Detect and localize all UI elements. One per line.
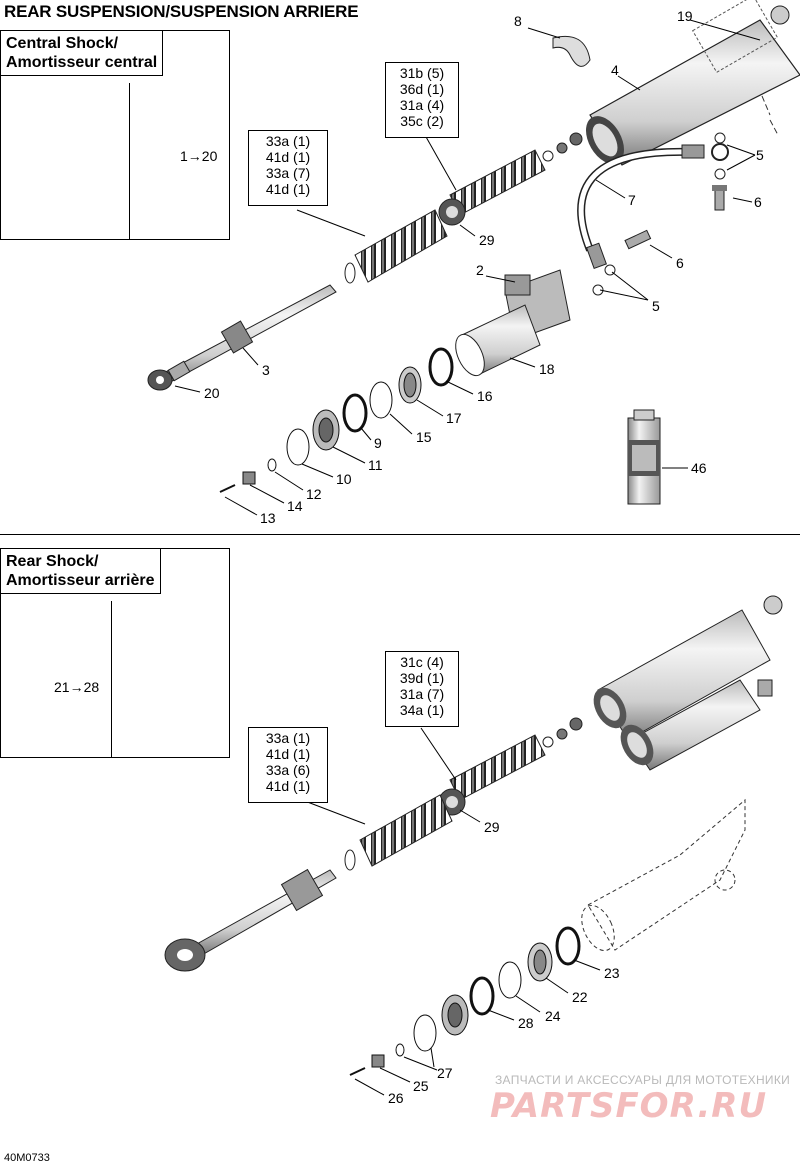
callout-23: 23: [604, 965, 620, 981]
rear-heading-line1: Rear Shock/: [6, 553, 99, 570]
page-title: REAR SUSPENSION/SUSPENSION ARRIERE: [4, 2, 359, 21]
central-list-lower-item: 41d (1): [265, 149, 311, 165]
rear-list-lower-item: 41d (1): [265, 778, 311, 794]
callout-6a: 6: [754, 194, 762, 210]
callout-5a: 5: [756, 147, 764, 163]
central-heading-line1: Central Shock/: [6, 35, 119, 52]
callout-25: 25: [413, 1078, 429, 1094]
callout-46: 46: [691, 460, 707, 476]
shock-rod-central: [147, 284, 337, 391]
callout-4: 4: [611, 62, 619, 78]
central-list-lower-item: 33a (7): [265, 165, 311, 181]
callout-24: 24: [545, 1008, 561, 1024]
rear-shock-inset: Rear Shock/ Amortisseur arrière: [0, 548, 230, 758]
rear-list-lower-item: 33a (1): [265, 730, 311, 746]
rear-list-upper-item: 31a (7): [399, 686, 445, 702]
central-list-upper-item: 35c (2): [400, 113, 444, 129]
rear-list-lower-item: 41d (1): [265, 746, 311, 762]
rear-inset-divider: [111, 601, 112, 757]
callout-12: 12: [306, 486, 322, 502]
callout-28: 28: [518, 1015, 534, 1031]
rear-list-lower: 33a (1) 41d (1) 33a (6) 41d (1): [248, 727, 328, 803]
callout-6b: 6: [676, 255, 684, 271]
rear-reservoir-outline: [581, 798, 746, 952]
ring-8-shape: [552, 35, 591, 67]
central-subref: 1→20: [180, 148, 218, 164]
rear-list-lower-item: 33a (6): [265, 762, 311, 778]
shock-body-rear: [593, 595, 783, 771]
callout-9: 9: [374, 435, 382, 451]
callout-2: 2: [476, 262, 484, 278]
callout-11: 11: [368, 457, 383, 473]
spring-stack-upper-top: [438, 132, 583, 226]
callout-14: 14: [287, 498, 303, 514]
leader-lines-rear: [296, 727, 601, 1096]
callout-29: 29: [479, 232, 495, 248]
rear-shock-heading: Rear Shock/ Amortisseur arrière: [1, 549, 161, 594]
central-list-upper-item: 31b (5): [399, 65, 445, 81]
central-shock-heading: Central Shock/ Amortisseur central: [1, 31, 164, 76]
central-list-lower-item: 33a (1): [265, 133, 311, 149]
rear-list-upper: 31c (4) 39d (1) 31a (7) 34a (1): [385, 651, 459, 727]
figure-code: 40M0733: [4, 1152, 50, 1164]
central-heading-line2: Amortisseur central: [6, 54, 158, 71]
callout-8: 8: [514, 13, 522, 29]
callout-16: 16: [477, 388, 493, 404]
spring-stack-upper-rear: [438, 717, 583, 816]
callout-29-rear: 29: [484, 819, 500, 835]
central-list-lower-item: 41d (1): [265, 181, 311, 197]
seal-pack-central: [219, 347, 454, 493]
oil-bottle-46: [627, 409, 661, 505]
spring-stack-lower-rear: [344, 794, 453, 871]
callout-18: 18: [539, 361, 555, 377]
section-divider: [0, 534, 800, 535]
callout-3: 3: [262, 362, 270, 378]
callout-10: 10: [336, 471, 352, 487]
shock-body-central: [586, 0, 800, 166]
central-list-upper-item: 36d (1): [399, 81, 445, 97]
rear-subref: 21→28: [54, 679, 100, 695]
leader-lines-central: [174, 19, 761, 516]
central-list-lower: 33a (1) 41d (1) 33a (7) 41d (1): [248, 130, 328, 206]
callout-5b: 5: [652, 298, 660, 314]
rear-list-upper-item: 34a (1): [399, 702, 445, 718]
spring-stack-lower-top: [344, 209, 448, 284]
rear-list-upper-item: 39d (1): [399, 670, 445, 686]
callout-13: 13: [260, 510, 276, 526]
watermark-logo: PARTSFOR.RU: [490, 1086, 768, 1126]
callout-17: 17: [446, 410, 462, 426]
reservoir-central: [455, 269, 571, 377]
central-inset-divider: [129, 83, 130, 239]
rear-heading-line2: Amortisseur arrière: [6, 572, 155, 589]
central-shock-inset: Central Shock/ Amortisseur central: [0, 30, 230, 240]
rear-list-upper-item: 31c (4): [400, 654, 444, 670]
central-list-upper-item: 31a (4): [399, 97, 445, 113]
callout-22: 22: [572, 989, 588, 1005]
callout-27: 27: [437, 1065, 453, 1081]
central-list-upper: 31b (5) 36d (1) 31a (4) 35c (2): [385, 62, 459, 138]
callout-15: 15: [416, 429, 432, 445]
watermark-caption: ЗАПЧАСТИ И АКСЕССУАРЫ ДЛЯ МОТОТЕХНИКИ: [495, 1073, 791, 1087]
callout-20: 20: [204, 385, 220, 401]
callout-19: 19: [677, 8, 693, 24]
callout-26: 26: [388, 1090, 404, 1106]
seal-pack-rear: [349, 926, 581, 1076]
callout-7: 7: [628, 192, 636, 208]
hose-7-shape: [577, 132, 729, 296]
shock-rod-rear: [164, 868, 337, 972]
